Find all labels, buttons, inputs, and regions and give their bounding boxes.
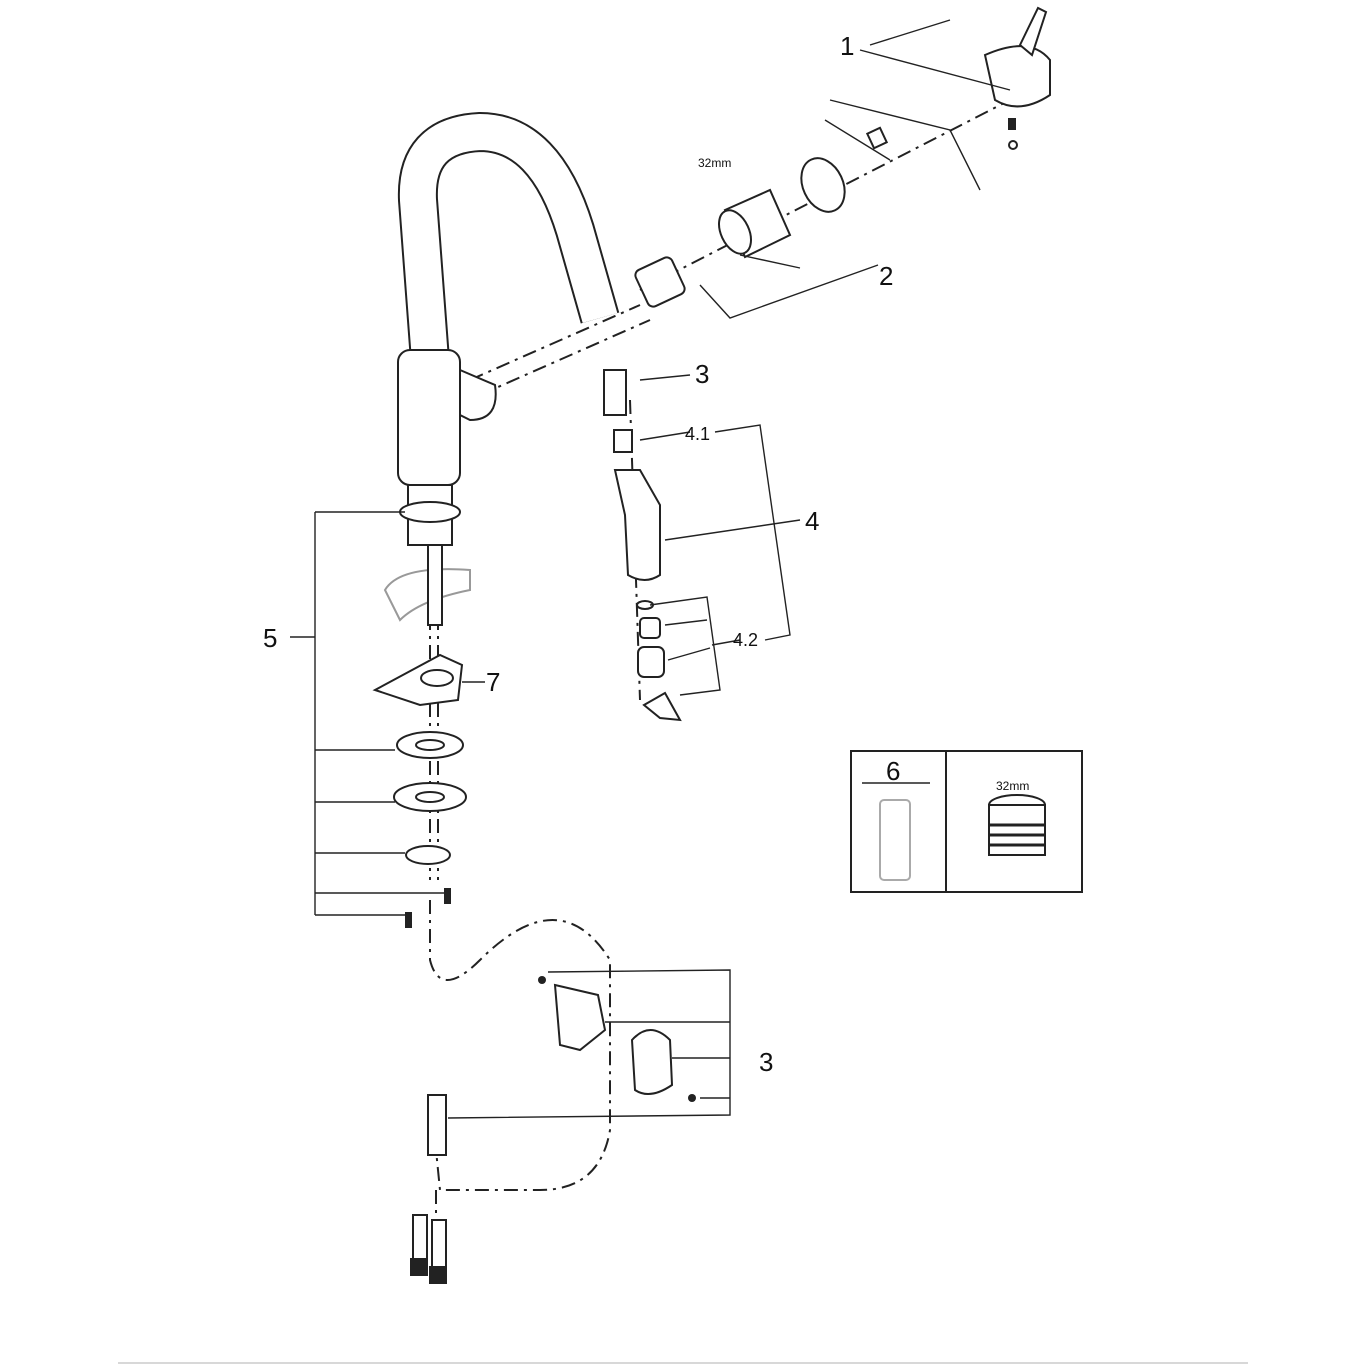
- handle-part: [983, 6, 1051, 150]
- label-spray-head: 4: [805, 506, 819, 536]
- faucet-body: [397, 349, 497, 546]
- label-cartridge: 2: [879, 261, 893, 291]
- label-spray-parts: 4.2: [733, 630, 758, 650]
- tool-inset-box: [850, 750, 1083, 893]
- label-bracket: 7: [486, 667, 500, 697]
- label-tool: 6: [886, 756, 900, 786]
- spray-head: [613, 469, 661, 581]
- clamp: [405, 845, 451, 865]
- faucet-spout: [397, 111, 620, 362]
- supply-hoses: [410, 1214, 447, 1284]
- bracket-part: [372, 653, 464, 707]
- label-mounting-set: 5: [263, 623, 277, 653]
- label-thread-size: 32mm: [698, 156, 731, 170]
- label-hose-connector: 3: [695, 359, 709, 389]
- hose-guide: [538, 976, 696, 1102]
- label-hose-guide: 3: [759, 1047, 773, 1077]
- hose-coupling: [427, 1094, 447, 1156]
- label-handle: 1: [840, 31, 854, 61]
- cartridge-part: [634, 126, 889, 308]
- insert: [613, 429, 633, 453]
- label-spray-insert: 4.1: [685, 424, 710, 444]
- hose-end: [603, 369, 627, 416]
- label-inset-thread-size: 32mm: [996, 779, 1029, 793]
